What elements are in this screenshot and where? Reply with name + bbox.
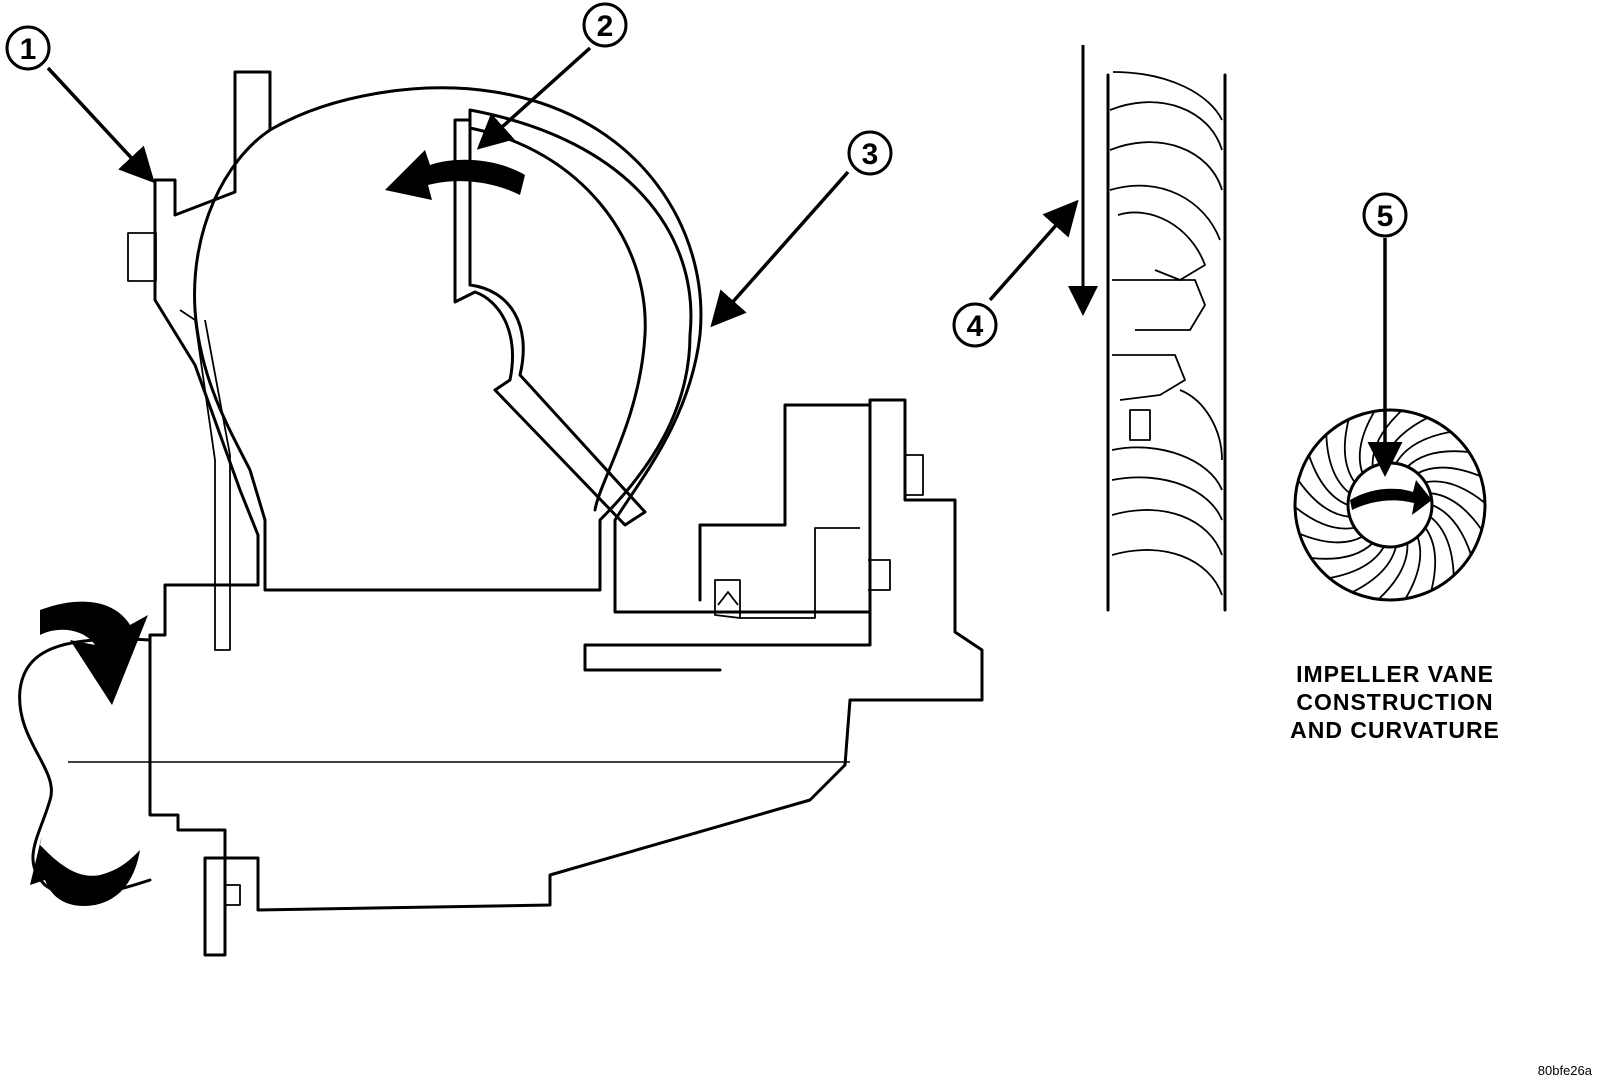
impeller-vane (1325, 434, 1351, 494)
impeller-vane (1329, 546, 1385, 579)
svg-text:1: 1 (20, 33, 37, 66)
impeller-rotation-arrow (1350, 480, 1432, 515)
svg-text:5: 5 (1377, 200, 1394, 233)
impeller-vane (1417, 466, 1481, 478)
callout-leaders (46, 46, 1403, 477)
impeller-vane-side-view (1068, 45, 1227, 612)
fluid-flow-arrow (385, 150, 525, 200)
impeller-vane (1424, 527, 1437, 591)
callout-2: 2 (582, 2, 628, 48)
impeller-vane (1308, 455, 1349, 506)
impeller-vane (1404, 536, 1422, 600)
impeller-front-view (1293, 408, 1487, 602)
impeller-vane (1299, 532, 1363, 544)
callout-5: 5 (1362, 192, 1408, 238)
caption-line-1: IMPELLER VANE (1296, 661, 1494, 687)
caption-line-3: AND CURVATURE (1290, 717, 1500, 743)
rotation-arrow-bottom (30, 835, 140, 906)
stator-hub (583, 403, 872, 672)
torque-converter-section (18, 70, 984, 957)
impeller-vane (1297, 479, 1350, 518)
bolt-right (904, 454, 924, 496)
impeller-vane (1343, 419, 1356, 483)
figure-code: 80bfe26a (1538, 1063, 1593, 1078)
impeller-vane (1425, 480, 1486, 504)
callout-3: 3 (847, 130, 893, 176)
converter-housing-outline (148, 70, 984, 912)
svg-text:3: 3 (862, 138, 879, 171)
impeller-vane (1311, 542, 1374, 560)
rotation-arrow-top (40, 601, 148, 705)
impeller-vane (1358, 410, 1376, 474)
callout-4: 4 (952, 302, 998, 348)
caption-line-2: CONSTRUCTION (1296, 689, 1493, 715)
bolt-left (127, 232, 157, 282)
impeller-vane (1377, 543, 1409, 600)
impeller-vane (1431, 504, 1472, 555)
impeller-caption: IMPELLER VANE CONSTRUCTION AND CURVATURE (1290, 661, 1500, 743)
pilot-bolt (203, 856, 227, 957)
callout-1: 1 (5, 25, 51, 71)
impeller-vane (1351, 546, 1397, 594)
impeller-vane (1294, 506, 1355, 530)
impeller-vane (1406, 450, 1469, 468)
impeller-vane (1430, 492, 1483, 531)
svg-text:2: 2 (597, 10, 614, 43)
impeller-vane (1429, 516, 1455, 576)
turbine-vane (453, 118, 647, 527)
svg-text:4: 4 (967, 310, 984, 343)
impeller-vane (1395, 431, 1451, 464)
